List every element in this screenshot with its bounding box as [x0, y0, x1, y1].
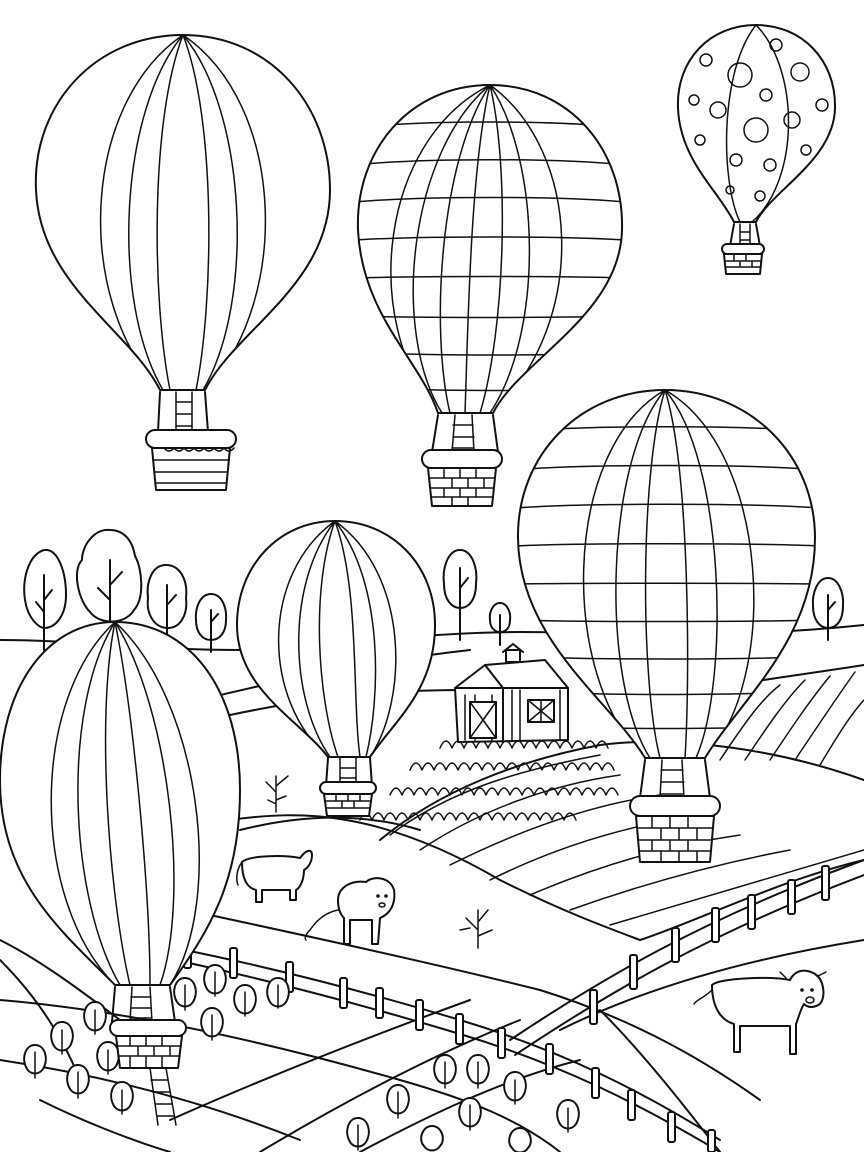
tree-icon: [442, 549, 478, 641]
balloon-grid-right: [516, 389, 816, 863]
shrub-icon: [96, 1041, 120, 1075]
tree-icon: [194, 593, 228, 653]
shrub-icon: [233, 984, 257, 1017]
shrub-icon: [110, 1081, 134, 1115]
saplings: [265, 775, 493, 949]
tree-icon: [488, 602, 512, 646]
balloon-vertical-stripes-top-left: [34, 34, 331, 491]
shrub-icon: [458, 1097, 482, 1131]
shrub-icon: [173, 977, 197, 1011]
shrub-icon: [66, 1064, 90, 1099]
fence: [174, 859, 864, 1152]
balloon-stripes-middle: [236, 520, 436, 817]
balloon-polka-dot-top-right: [676, 24, 837, 275]
shrub-icon: [433, 1054, 457, 1089]
barn: [454, 643, 569, 743]
tree-icon: [811, 577, 845, 641]
shrub-icon: [508, 1127, 532, 1152]
shrub-icon: [420, 1125, 444, 1152]
pig-center-field: [304, 877, 396, 945]
crop-rows: [359, 740, 619, 821]
shrub-icon: [203, 964, 227, 997]
cow-right-field: [693, 969, 827, 1055]
orchard-shrubs: [23, 964, 580, 1152]
shrub-icon: [50, 1021, 74, 1055]
shrub-icon: [346, 1117, 370, 1151]
shrub-icon: [23, 1044, 47, 1079]
balloon-checkered-top-center: [356, 84, 624, 507]
shrub-icon: [266, 977, 290, 1009]
shrub-icon: [200, 1007, 224, 1041]
shrub-icon: [556, 1099, 580, 1133]
tree-icon: [23, 548, 67, 653]
balloon-stripes-bottom-left: [0, 621, 241, 1126]
shrub-icon: [83, 1001, 107, 1035]
background-trees: [23, 528, 845, 653]
shrub-icon: [503, 1071, 527, 1105]
shrub-icon: [466, 1054, 490, 1089]
cow-left-field: [236, 849, 313, 903]
shrub-icon: [386, 1084, 410, 1119]
